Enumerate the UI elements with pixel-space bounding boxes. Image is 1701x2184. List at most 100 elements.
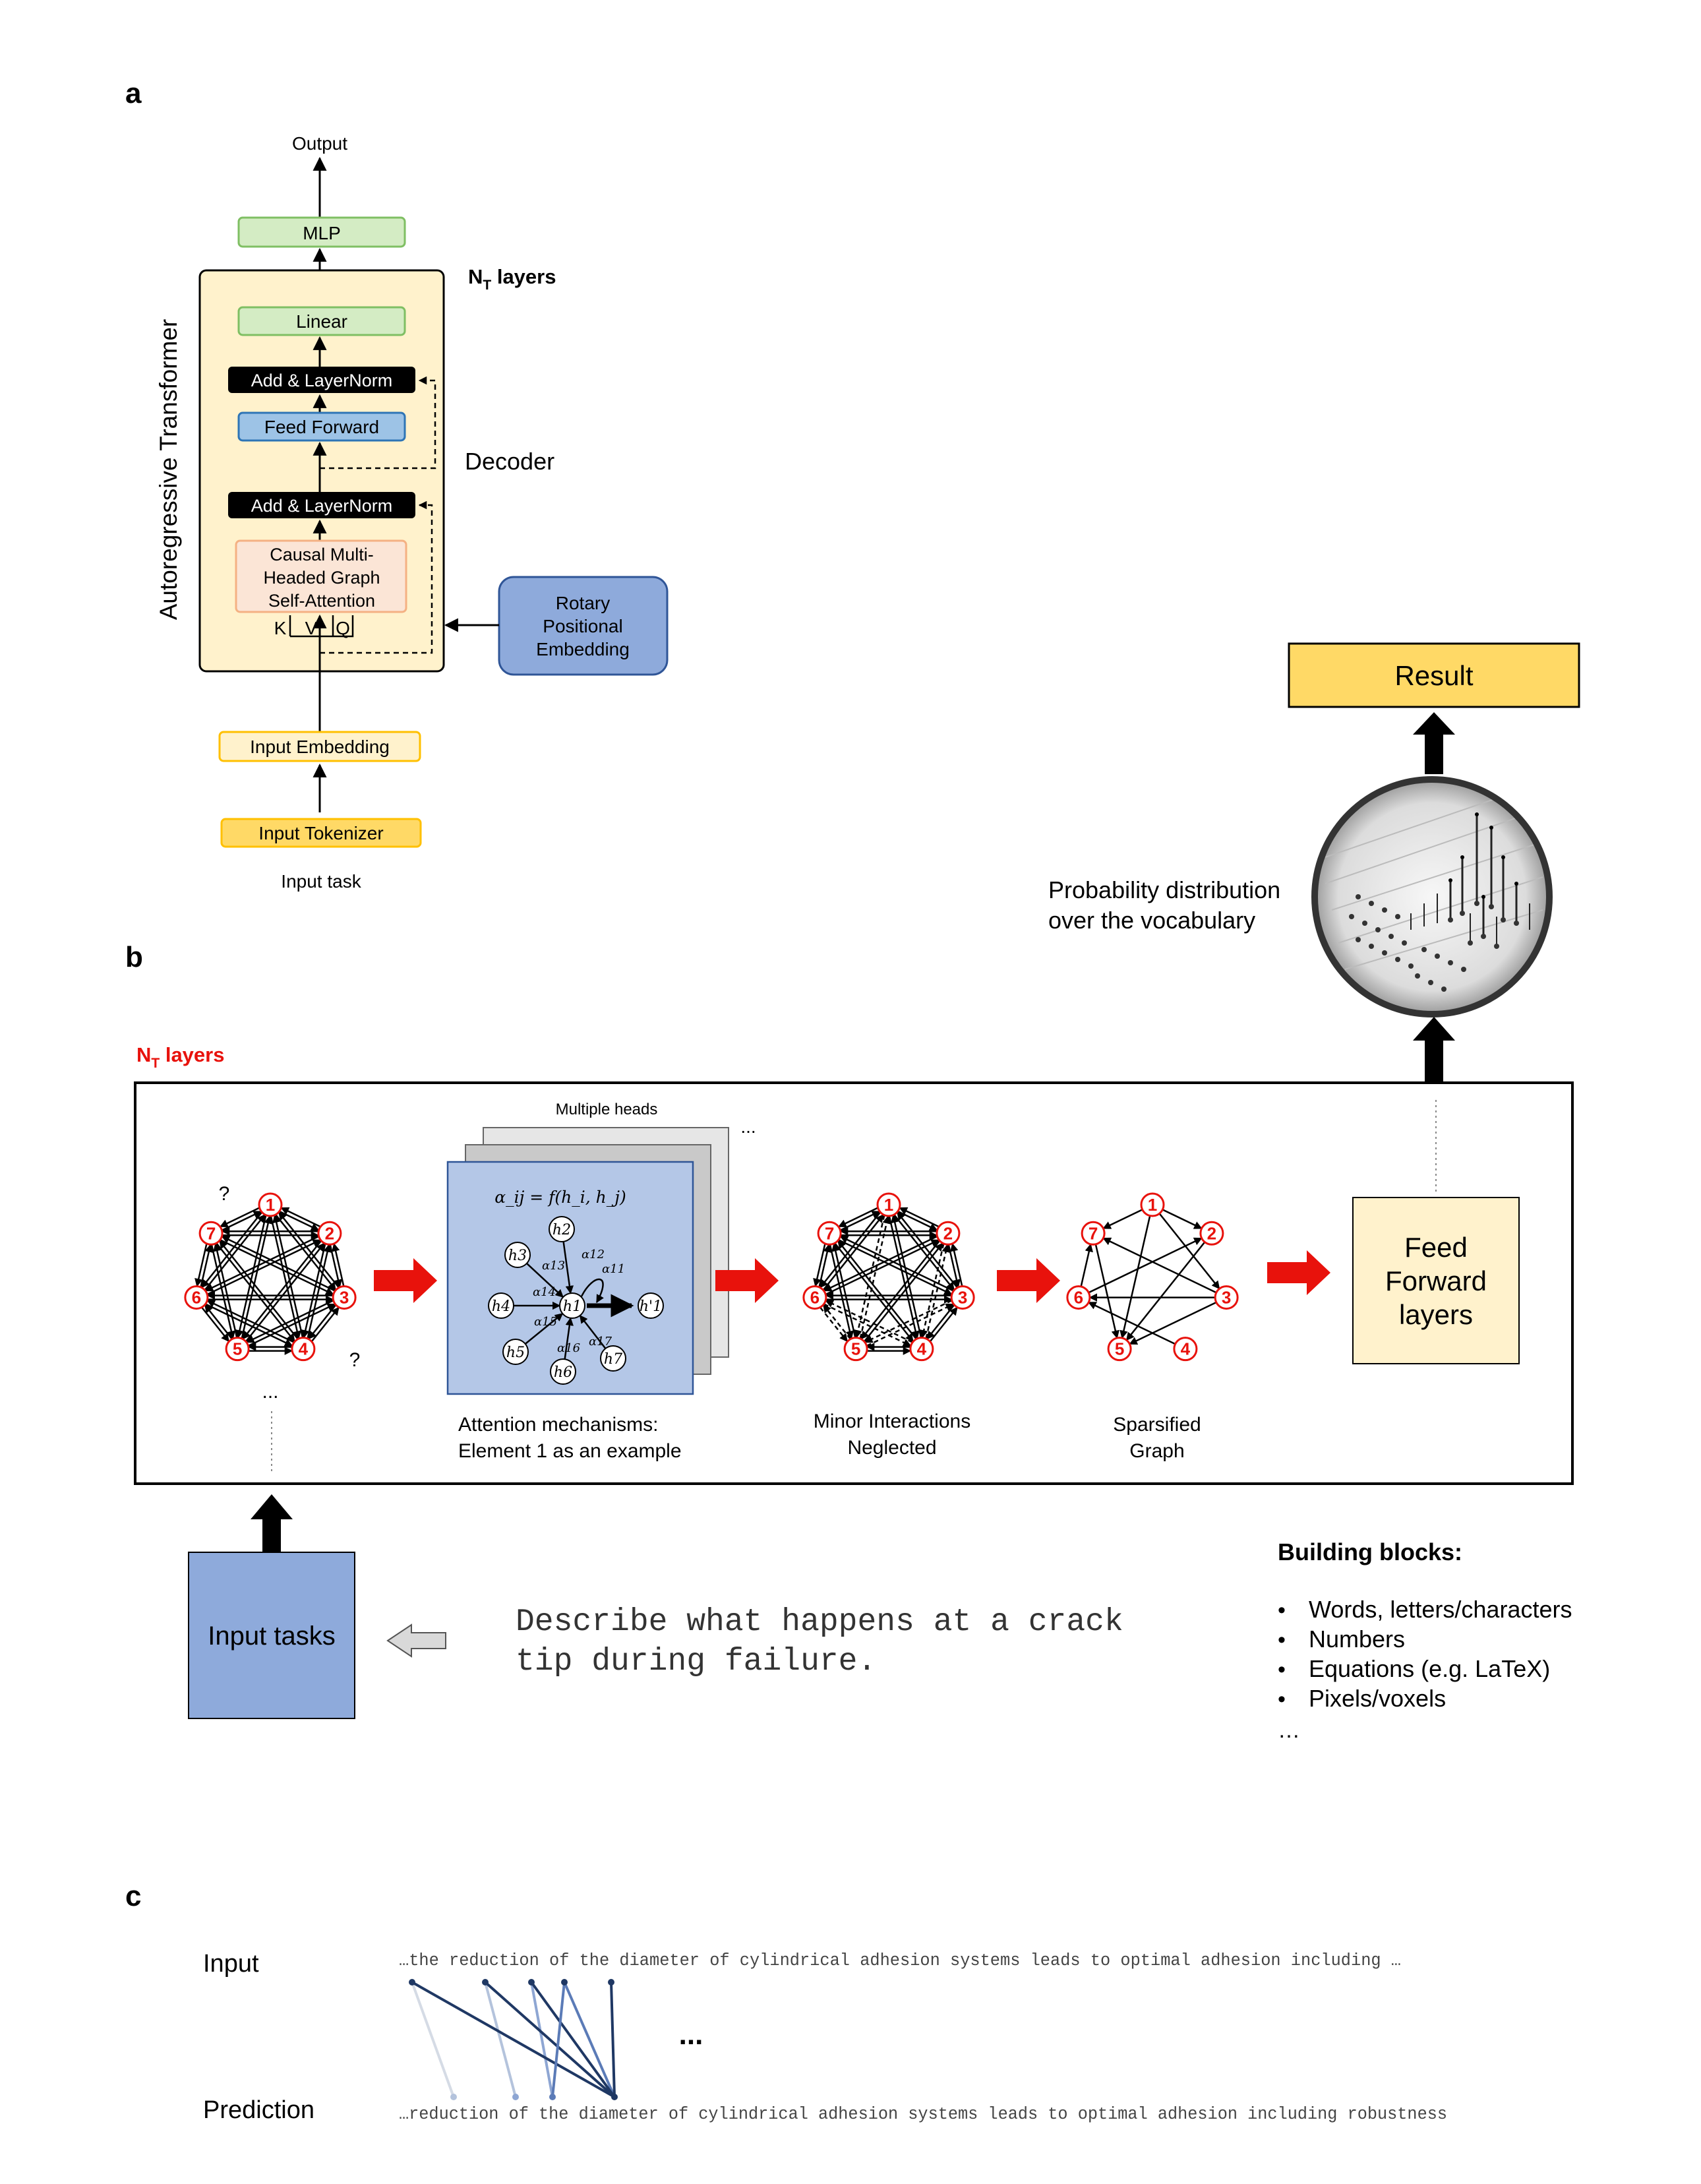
question-mark-bottom: ? [349,1349,361,1371]
attention-node [488,1292,514,1319]
attention-line2: Headed Graph [263,568,380,588]
attention-node-label: h5 [506,1345,525,1361]
graph-edge [859,1215,891,1339]
k-label: K [274,618,287,638]
token-attention-link [610,1982,616,2098]
add-norm-bottom: Add & LayerNorm [228,492,415,518]
input-tokenizer-label: Input Tokenizer [258,823,383,843]
input-token-dot [608,1979,614,1986]
attention-node [559,1292,585,1319]
attention-formula: α_ij = f(h_i, h_j) [494,1188,626,1207]
graph-edge [838,1239,953,1296]
graph-node [1107,1337,1132,1362]
graph-edge [332,1242,345,1287]
graph-node [843,1337,868,1362]
graph-node [1214,1285,1239,1310]
prob-distribution-line1: Probability distribution [1048,876,1280,903]
ffl-line2: Forward [1385,1265,1487,1296]
graph-edge [820,1211,881,1289]
graph-node [909,1337,934,1362]
input-embedding-box: Input Embedding [218,731,421,762]
graph-edge [220,1239,334,1296]
causal-attention-box: Causal Multi- Headed Graph Self-Attentio… [235,539,407,613]
input-tokenizer-box: Input Tokenizer [220,818,422,848]
self-loop-edge [580,1278,604,1304]
add-norm-top: Add & LayerNorm [228,367,415,393]
token-attention-link [551,1982,566,2098]
token-attention-link [563,1982,616,2098]
graph-node-label: 5 [233,1339,242,1359]
decoder-label: Decoder [465,448,554,475]
prediction-token-dot [450,2094,457,2100]
graph-node-label: 1 [1148,1195,1157,1215]
graph-edge [829,1244,854,1339]
graph-edge [1129,1301,1217,1345]
graph-edge [950,1242,963,1287]
multiple-heads-stack [446,1127,729,1395]
prediction-token-dot [611,2094,618,2100]
graph-edge [888,1215,920,1339]
attention-node-label: h1 [563,1298,582,1315]
panel-a-letter: a [125,77,142,109]
graph-node-label: 6 [192,1288,201,1308]
arrow-lens-result [1413,712,1455,774]
rotary-embedding-box: Rotary Positional Embedding [498,576,669,676]
attention-caption-line2: Element 1 as an example [458,1440,682,1462]
prediction-token-dot [512,2094,519,2100]
mlp-box: MLP [237,216,406,248]
graph-node-label: 5 [851,1339,860,1359]
graph-node [1173,1337,1198,1362]
graph-edge [270,1215,301,1339]
graph-node [802,1285,827,1310]
graph-node [1081,1221,1106,1246]
graph-edge [896,1211,958,1289]
v-label: V [305,618,318,638]
graph-edge [241,1215,272,1339]
nt-layers-label-b: NT layers [136,1043,224,1071]
input-row-label: Input [203,1950,259,1978]
graph-edge [275,1214,337,1291]
attention-edge [524,1313,564,1345]
token-attention-link [530,1982,554,2098]
attention-node [638,1292,664,1319]
graph-edge [825,1239,940,1296]
graph-edge [221,1235,336,1292]
graph-node [291,1337,316,1362]
attention-node-label: h7 [604,1351,622,1368]
attention-caption-line1: Attention mechanisms: [458,1414,658,1436]
building-blocks-more: … [1278,1718,1300,1743]
panel-b-letter: b [125,941,143,973]
attention-ellipsis: ... [679,2018,703,2051]
mlp-label: MLP [303,223,341,243]
graph-node-label: 2 [325,1223,334,1243]
ffl-line3: layers [1399,1299,1473,1330]
graph-edge [1094,1244,1119,1339]
graph-node-label: 2 [1207,1223,1216,1243]
graph-edge [925,1244,950,1339]
add-norm-bottom-label: Add & LayerNorm [251,496,393,516]
graph-edge [219,1240,299,1340]
graph-edge [834,1242,914,1343]
graph-edge [248,1303,336,1347]
attention-weight-label: α12 [582,1248,605,1261]
graph-node [876,1192,901,1217]
graph-edge [864,1242,943,1342]
graph-node-label: 7 [825,1223,834,1243]
nt-layers-box [134,1081,1574,1485]
attention-node [549,1216,575,1242]
input-token-dot [561,1979,568,1986]
graph-edge [860,1240,940,1340]
graph-edge [205,1303,293,1347]
bullet-3: • [1278,1657,1286,1682]
prob-distribution-line2: over the vocabulary [1048,907,1255,934]
prompt-line2: tip during failure. [516,1644,876,1680]
graph-edge [822,1214,884,1290]
attention-weight-label: α13 [542,1259,565,1273]
ffl-line1: Feed [1404,1232,1468,1263]
building-block-3: Equations (e.g. LaTeX) [1309,1655,1550,1682]
input-task-label: Input task [281,871,361,892]
minor-interactions-line1: Minor Interactions [814,1410,970,1432]
graph-edge [201,1306,230,1343]
graph-node [1140,1192,1165,1217]
